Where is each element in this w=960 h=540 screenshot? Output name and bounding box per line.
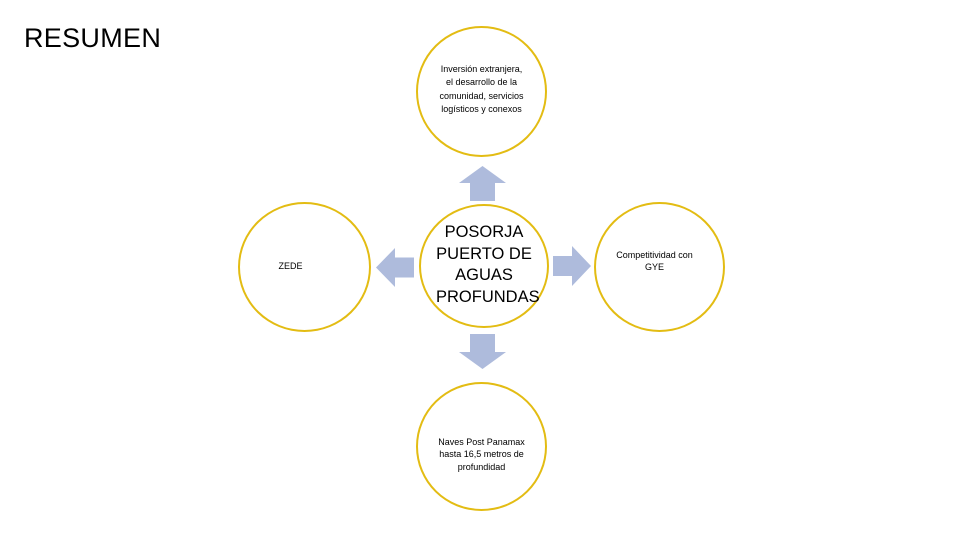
arrow-left-icon xyxy=(376,248,414,287)
circle-node-center[interactable]: POSORJA PUERTO DE AGUAS PROFUNDAS xyxy=(419,204,549,328)
circle-node-left-label: ZEDE xyxy=(278,261,303,271)
circle-node-bottom[interactable]: Naves Post Panamax hasta 16,5 metros de … xyxy=(416,382,547,511)
circle-node-top[interactable]: Inversión extranjera, el desarrollo de l… xyxy=(416,26,547,157)
circle-node-right-label: Competitividad con GYE xyxy=(616,249,693,273)
circle-node-top-label: Inversión extranjera, el desarrollo de l… xyxy=(439,64,524,114)
arrow-down-icon xyxy=(459,334,506,369)
circle-node-center-label: POSORJA PUERTO DE AGUAS PROFUNDAS xyxy=(436,223,540,306)
circle-node-right[interactable]: Competitividad con GYE xyxy=(594,202,725,332)
page-title: RESUMEN xyxy=(24,23,162,53)
circle-node-bottom-label: Naves Post Panamax hasta 16,5 metros de … xyxy=(438,436,525,472)
circle-node-left[interactable]: ZEDE xyxy=(238,202,371,332)
arrow-right-icon xyxy=(553,246,591,286)
arrow-up-icon xyxy=(459,166,506,201)
